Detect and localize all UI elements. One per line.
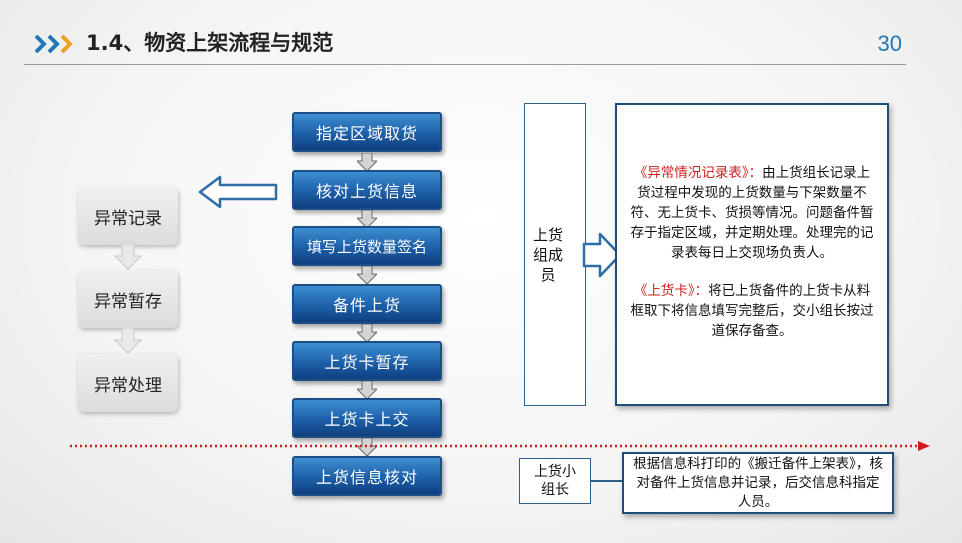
- chevron-right-icon: [34, 34, 73, 54]
- down-arrow-icon: [357, 324, 377, 342]
- right-arrow-icon: [582, 232, 622, 278]
- down-arrow-icon: [357, 381, 377, 399]
- leader-label-line: 上货小: [534, 464, 576, 480]
- dotted-divider: [70, 441, 930, 451]
- form-name-shelf-card: 《上货卡》：: [633, 283, 709, 299]
- down-arrow-icon: [114, 244, 142, 270]
- flow-step-3: 填写上货数量签名: [292, 226, 442, 266]
- flow-step-2: 核对上货信息: [292, 170, 442, 210]
- flow-step-6: 上货卡上交: [292, 398, 442, 438]
- left-step-exception-hold: 异常暂存: [78, 270, 178, 328]
- member-description-box: 《异常情况记录表》：由上货组长记录上货过程中发现的上货数量与下架数量不符、无上货…: [615, 103, 889, 406]
- down-arrow-icon: [114, 328, 142, 354]
- member-label-line: 上货: [532, 225, 563, 244]
- member-role-box: 上货 组成 员: [524, 103, 586, 406]
- description-para-2: 《上货卡》：将已上货备件的上货卡从料框取下将信息填写完整后，交小组长按过道保存备…: [630, 283, 874, 339]
- member-label-line: 员: [540, 265, 556, 284]
- leader-description-box: 根据信息科打印的《搬迁备件上架表》，核对备件上货信息并记录，后交信息科指定人员。: [622, 452, 894, 514]
- description-para-1: 《异常情况记录表》：由上货组长记录上货过程中发现的上货数量与下架数量不符、无上货…: [630, 165, 874, 261]
- form-name-exception-record: 《异常情况记录表》：: [633, 165, 763, 181]
- down-arrow-icon: [357, 210, 377, 228]
- leader-role-box: 上货小 组长: [519, 458, 591, 504]
- leader-connector: [590, 480, 623, 482]
- flow-step-7: 上货信息核对: [292, 456, 442, 496]
- down-arrow-icon: [357, 153, 377, 171]
- header-divider: [24, 64, 906, 65]
- flow-step-1: 指定区域取货: [292, 112, 442, 152]
- page-number: 30: [877, 31, 902, 56]
- page-title: 1.4、物资上架流程与规范: [86, 31, 334, 55]
- leader-label-line: 组长: [541, 482, 569, 498]
- member-label-line: 组成: [532, 245, 563, 264]
- flow-step-4: 备件上货: [292, 284, 442, 324]
- flow-step-5: 上货卡暂存: [292, 341, 442, 381]
- left-arrow-icon: [198, 175, 278, 209]
- down-arrow-icon: [357, 266, 377, 284]
- left-step-exception-record: 异常记录: [78, 187, 178, 245]
- left-step-exception-handle: 异常处理: [78, 354, 178, 412]
